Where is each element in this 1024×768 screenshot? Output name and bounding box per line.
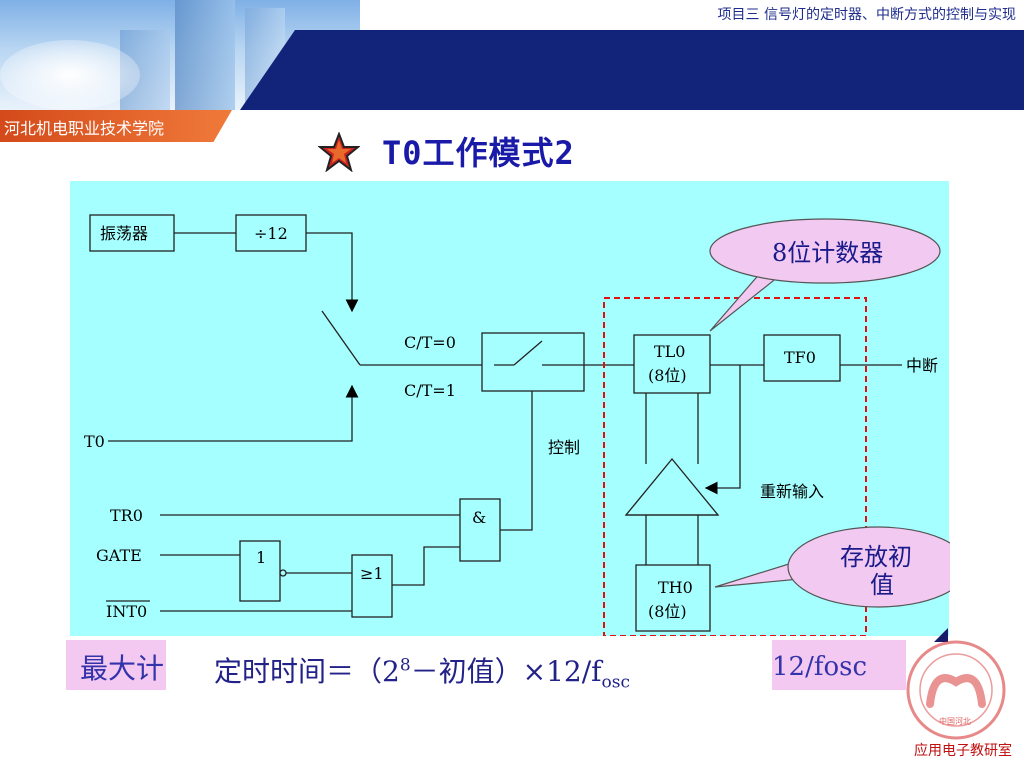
and-gate [459,498,501,562]
formula-subscript: osc [601,672,631,693]
gate-label: GATE [96,546,142,565]
th0-label: TH0 [658,578,693,597]
formula-box [166,640,772,692]
tl0-register [633,334,711,394]
init-callout-text-line1: 存放初 [840,543,912,571]
college-logo-icon: 中国河北 [906,640,1006,740]
interrupt-label: 中断 [906,356,938,375]
not-gate [239,540,281,602]
reload-label: 重新输入 [760,482,824,501]
control-label: 控制 [548,438,580,457]
dashed-region [603,297,867,636]
formula-exponent: 8 [399,655,411,676]
ct1-label: C/T=1 [404,381,456,400]
period-text: 12/fosc [772,652,868,682]
school-name-bar [0,110,232,142]
tf0-label: TF0 [784,348,816,367]
timing-formula: 定时时间＝（28－初值）×12/fosc [214,650,630,693]
th0-bits-label: (8位) [648,602,687,621]
divider-label: ÷12 [254,224,288,243]
tl0-bits-label: (8位) [648,366,687,385]
callouts: 8位计数器 存放初 值 [709,218,950,608]
counter-callout [709,218,941,284]
max-count-text: 最大计 [80,652,165,685]
th0-register [635,564,711,632]
t0-label: T0 [84,432,105,451]
or-gate-symbol: ≥1 [360,564,384,583]
tl0-label: TL0 [654,342,685,361]
counter-callout-text: 8位计数器 [772,239,883,267]
control-switch-box [481,332,585,392]
school-name: 河北机电职业技术学院 [4,119,165,138]
tr0-label: TR0 [110,506,143,525]
tf0-flag [763,334,841,382]
and-gate-symbol: & [472,508,486,527]
header-cloud [0,40,140,110]
init-callout-text-line2: 值 [870,571,894,599]
ct0-label: C/T=0 [404,333,456,352]
timer-mode2-diagram: 振荡器 ÷12 C/T=0 C/T=1 T0 控制 TR0 GATE INT0 … [84,214,938,636]
logo-text: 中国河北 [939,716,971,726]
footer-dept: 应用电子教研室 [914,743,1012,759]
or-gate [351,554,393,618]
header-navy-band [240,30,1024,110]
page-title: T0工作模式2 [382,134,575,172]
not-gate-symbol: 1 [256,548,266,567]
formula-prefix: 定时时间＝（2 [214,655,400,688]
star-icon [318,132,360,172]
init-callout-pointer [714,562,801,588]
int0-label: INT0 [106,602,147,621]
counter-callout-pointer [709,270,780,332]
formula-middle: －初值）×12/f [410,655,602,688]
init-callout [787,526,950,608]
oscillator-label: 振荡器 [100,224,148,243]
resize-handle-icon[interactable] [934,628,948,642]
top-title: 项目三 信号灯的定时器、中断方式的控制与实现 [717,7,1016,23]
header-building [175,0,235,110]
